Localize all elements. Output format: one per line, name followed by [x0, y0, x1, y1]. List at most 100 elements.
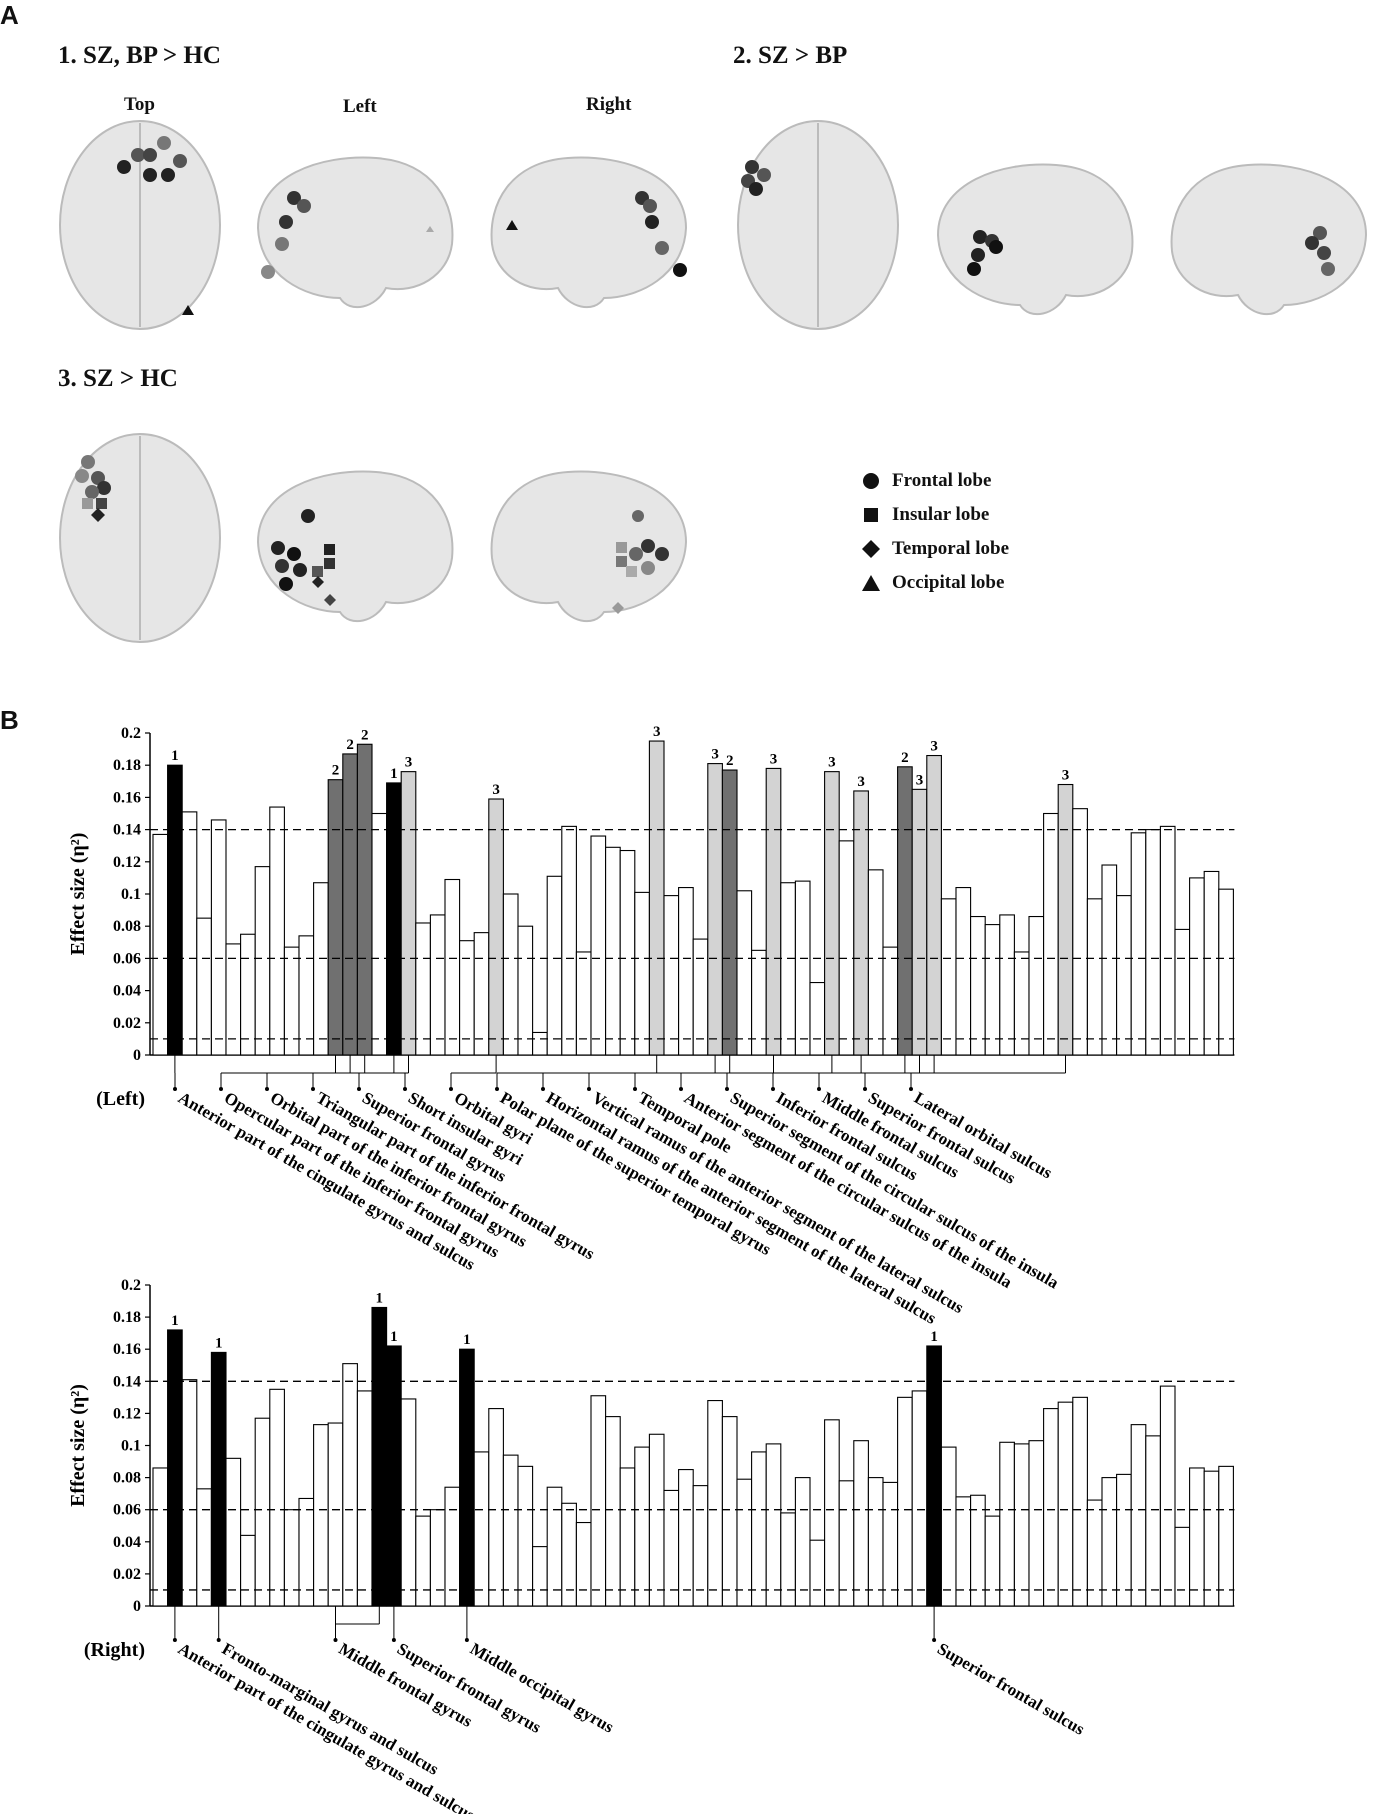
legend-label: Frontal lobe [892, 470, 992, 491]
bar-group-label: 1 [390, 766, 398, 782]
leader-dot [633, 1087, 637, 1091]
bar [152, 1467, 169, 1607]
marker-insular-square [82, 498, 93, 509]
bar [1116, 895, 1132, 1056]
bar [1043, 812, 1059, 1056]
marker-frontal-circle [97, 481, 111, 495]
marker-frontal-circle [301, 509, 315, 523]
bar-group-label: 1 [215, 1335, 223, 1351]
marker-insular-square [312, 566, 323, 577]
bar [721, 1416, 738, 1607]
bar-group-label: 3 [857, 774, 865, 790]
bar [313, 882, 329, 1056]
bar [342, 1363, 358, 1607]
marker-frontal-circle [75, 469, 89, 483]
marker-occipital-triangle [182, 305, 194, 315]
bar [707, 1400, 723, 1607]
marker-frontal-circle [81, 455, 95, 469]
bar [473, 1451, 490, 1607]
bar [1057, 783, 1074, 1056]
bar-group-label: 1 [390, 1329, 398, 1345]
marker-frontal-circle [655, 547, 669, 561]
bar [794, 1477, 811, 1607]
marker-frontal-circle [297, 199, 311, 213]
marker-temporal-diamond [312, 576, 324, 588]
bar [444, 878, 461, 1056]
bar [240, 933, 256, 1056]
leader-dot [725, 1087, 729, 1091]
marker-frontal-circle [973, 230, 987, 244]
bar-group-label: 3 [405, 755, 413, 771]
bar [502, 1454, 519, 1607]
marker-frontal-circle [645, 215, 659, 229]
bar [984, 1515, 1001, 1607]
marker-frontal-circle [131, 148, 145, 162]
marker-frontal-circle [85, 485, 99, 499]
marker-frontal-circle [745, 160, 759, 174]
marker-frontal-circle [749, 182, 763, 196]
bar [1101, 1477, 1118, 1607]
marker-occipital-triangle [426, 226, 434, 232]
bar [605, 1416, 621, 1607]
bar-group-label: 1 [171, 748, 179, 764]
marker-frontal-circle [279, 577, 293, 591]
y-tick-label: 0.2 [121, 1277, 141, 1294]
bar [911, 1390, 928, 1607]
bar [1072, 1396, 1088, 1607]
bar [619, 1467, 636, 1607]
y-tick-label: 0.02 [113, 1015, 141, 1032]
leader-dot [391, 1638, 396, 1642]
bar [970, 915, 986, 1056]
marker-insular-square [626, 566, 637, 577]
marker-frontal-circle [629, 547, 643, 561]
marker-frontal-circle [641, 539, 655, 553]
legend-label: Occipital lobe [892, 572, 1005, 593]
bar [1057, 1401, 1074, 1607]
marker-frontal-circle [673, 263, 687, 277]
legend-insular: Insular lobe [862, 504, 989, 526]
bar-group-label: 3 [770, 751, 778, 767]
leader-dot [449, 1087, 453, 1091]
bar [459, 1348, 475, 1607]
bar [634, 891, 650, 1056]
brain-left-view-group3 [256, 470, 454, 622]
bar [678, 1469, 694, 1607]
brain-right-view-group3 [490, 470, 688, 622]
bar [240, 1534, 256, 1607]
leader-dot [216, 1638, 221, 1642]
view-label-left: Left [343, 96, 377, 117]
marker-frontal-circle [271, 541, 285, 555]
bar-group-label: 3 [653, 724, 661, 740]
legend-frontal: Frontal lobe [862, 470, 991, 492]
y-tick-label: 0.1 [121, 1438, 141, 1455]
bar [926, 754, 942, 1056]
leader-dot [173, 1087, 177, 1091]
panel-b-letter: B [0, 705, 19, 735]
marker-frontal-circle [275, 237, 289, 251]
marker-frontal-circle [655, 241, 669, 255]
bar [1174, 928, 1191, 1056]
bar [897, 1396, 913, 1607]
bar [838, 1480, 855, 1607]
bar [1189, 877, 1205, 1056]
bar [867, 1477, 884, 1607]
bar [429, 914, 446, 1056]
marker-temporal-diamond [324, 594, 336, 606]
group-1-title: 1. SZ, BP > HC [58, 42, 221, 69]
bar [532, 1031, 548, 1056]
view-label-top: Top [124, 94, 155, 115]
bar [269, 1388, 285, 1607]
legend-triangle-icon [862, 575, 880, 591]
bar [1072, 808, 1088, 1056]
bar-group-label: 3 [492, 782, 500, 798]
bar [1203, 870, 1220, 1056]
leader-dot [863, 1087, 867, 1091]
legend-circle-icon [863, 473, 879, 489]
marker-insular-square [96, 498, 107, 509]
brain-top-view-group1 [59, 120, 221, 330]
marker-frontal-circle [117, 160, 131, 174]
leader-dot [587, 1087, 591, 1091]
bar [663, 895, 680, 1056]
y-tick-label: 0.04 [113, 1534, 141, 1551]
marker-frontal-circle [1321, 262, 1335, 276]
